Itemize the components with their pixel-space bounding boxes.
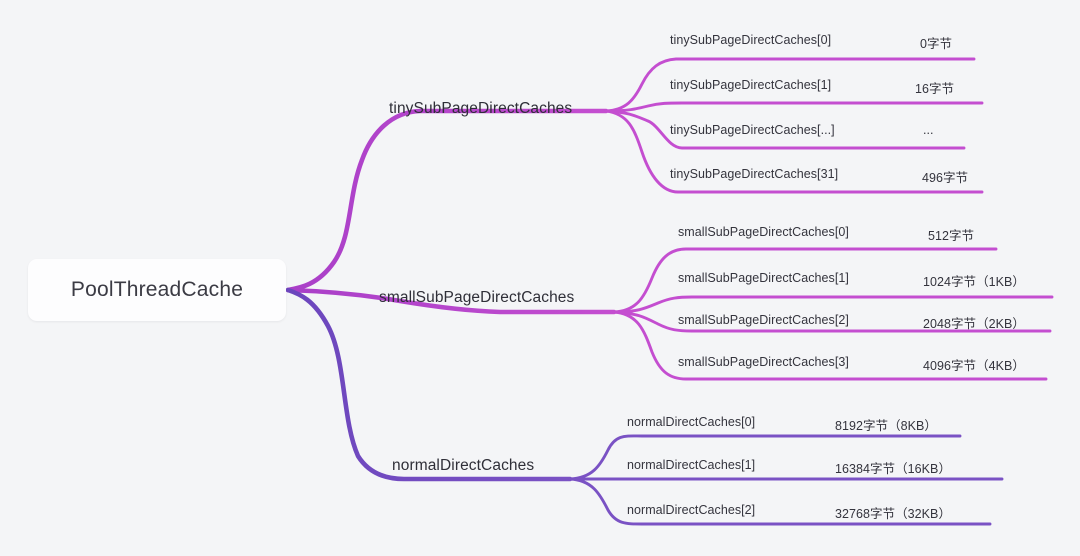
leaf-node-value: 32768字节（32KB） <box>835 507 951 521</box>
root-node[interactable]: PoolThreadCache <box>28 259 286 321</box>
leaf-node-name: tinySubPageDirectCaches[31] <box>670 167 839 181</box>
leaf-node-value: 4096字节（4KB） <box>923 359 1025 373</box>
branch-label-small-sub-page-direct-caches[interactable]: smallSubPageDirectCaches <box>379 289 575 306</box>
leaf-node-name: smallSubPageDirectCaches[1] <box>678 271 849 285</box>
edge-small-leaf-1 <box>612 295 1054 314</box>
root-node-label: PoolThreadCache <box>70 278 244 301</box>
leaf-node-name: smallSubPageDirectCaches[2] <box>678 313 849 327</box>
edge-root-to-normal <box>285 287 573 482</box>
leaf-node-value: 8192字节（8KB） <box>835 419 937 433</box>
leaf-node-value: 1024字节（1KB） <box>923 275 1025 289</box>
branch-label-normal-direct-caches[interactable]: normalDirectCaches <box>392 457 535 474</box>
branch-label-tiny-sub-page-direct-caches[interactable]: tinySubPageDirectCaches <box>389 100 573 117</box>
edge-tiny-leaf-1 <box>604 101 984 113</box>
leaf-node-value: 16384字节（16KB） <box>835 462 951 476</box>
leaf-node-name: normalDirectCaches[2] <box>627 503 756 517</box>
leaf-node-value: 496字节 <box>922 171 969 185</box>
leaf-node-name: smallSubPageDirectCaches[3] <box>678 355 849 369</box>
edge-root-to-tiny <box>285 108 609 293</box>
leaf-node-name: tinySubPageDirectCaches[0] <box>670 33 832 47</box>
leaf-node-value: ... <box>923 123 934 137</box>
leaf-node-name: tinySubPageDirectCaches[1] <box>670 78 832 92</box>
leaf-node-name: tinySubPageDirectCaches[...] <box>670 123 835 137</box>
leaf-node-name: normalDirectCaches[0] <box>627 415 756 429</box>
leaf-node-value: 512字节 <box>928 229 975 243</box>
leaf-node-value: 16字节 <box>915 82 955 96</box>
leaf-node-name: smallSubPageDirectCaches[0] <box>678 225 849 239</box>
leaf-node-value: 2048字节（2KB） <box>923 317 1025 331</box>
leaf-node-value: 0字节 <box>920 37 953 51</box>
leaf-node-name: normalDirectCaches[1] <box>627 458 756 472</box>
